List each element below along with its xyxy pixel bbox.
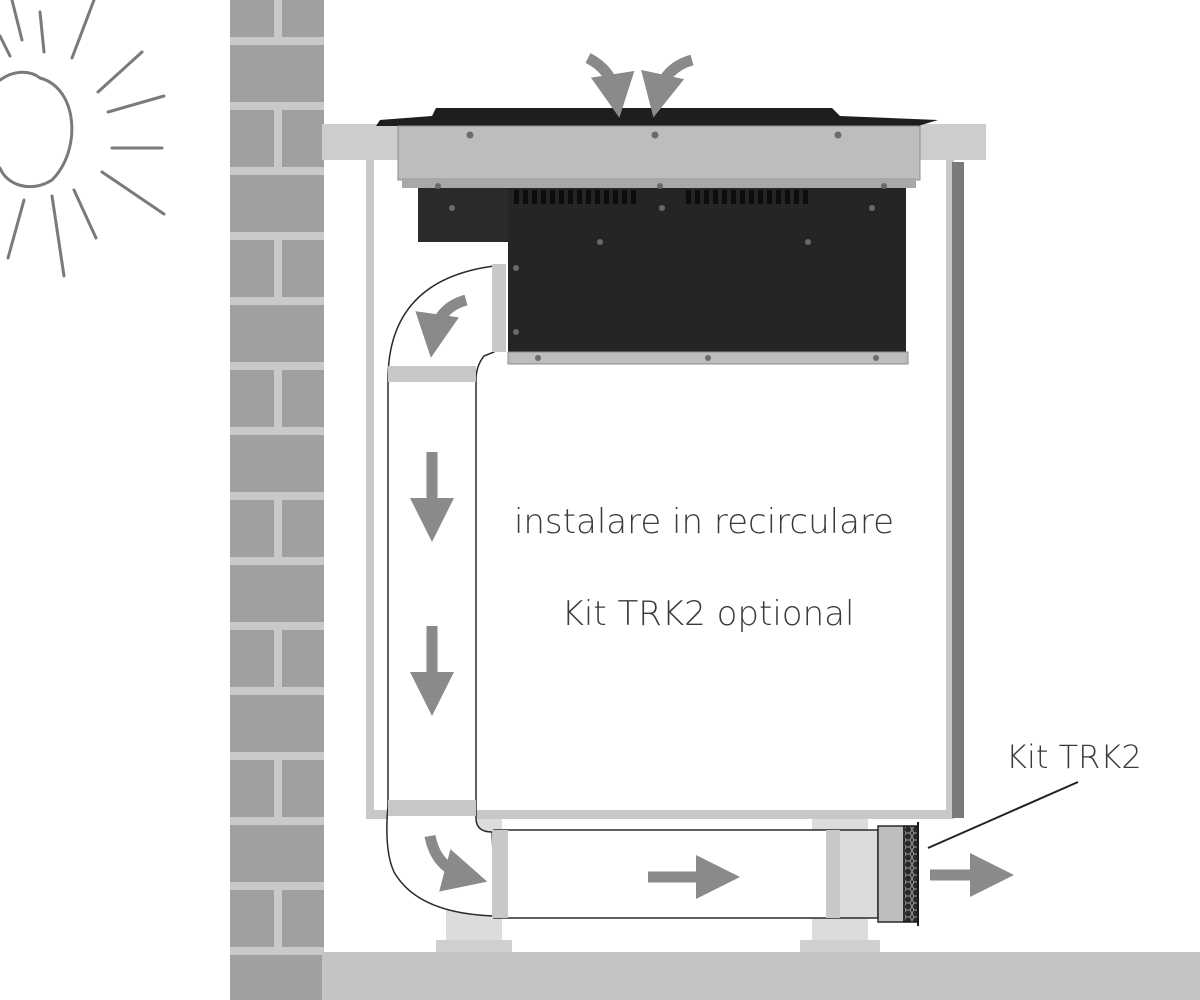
floor [322, 952, 1200, 1000]
vent-slot [713, 190, 718, 204]
vent-slot [749, 190, 754, 204]
brick [230, 175, 324, 232]
brick [282, 110, 324, 167]
brick [230, 370, 274, 427]
vent-slot [740, 190, 745, 204]
vent-slot [595, 190, 600, 204]
kit-callout-line [927, 781, 1079, 849]
brick [282, 760, 324, 817]
brick [230, 890, 274, 947]
vent-slot [794, 190, 799, 204]
brick [230, 955, 324, 1000]
kit-callout-label: Kit TRK2 [1006, 738, 1142, 776]
brick [230, 305, 324, 362]
brick [230, 435, 324, 492]
vent-slot [586, 190, 591, 204]
vent-slot [523, 190, 528, 204]
airflow-arrows [410, 53, 1014, 899]
brick [230, 630, 274, 687]
airflow-arrow-icon [415, 294, 468, 358]
vent-slot [758, 190, 763, 204]
brick [282, 370, 324, 427]
installation-caption: instalare in recirculare Kit TRK2 option… [0, 502, 1200, 634]
brick-wall [230, 0, 324, 1000]
brick [230, 0, 274, 37]
brick [282, 240, 324, 297]
caption-main: instalare in recirculare [513, 502, 895, 542]
airflow-arrow-icon [641, 54, 694, 118]
vent-slot [776, 190, 781, 204]
cabinet-frame [366, 158, 964, 819]
vent-slot [514, 190, 519, 204]
induction-hob [376, 108, 938, 365]
airflow-arrow-icon [585, 53, 635, 118]
vent-slot [631, 190, 636, 204]
brick [282, 630, 324, 687]
brick [230, 500, 274, 557]
brick [282, 0, 324, 37]
vent-slot [604, 190, 609, 204]
brick [230, 760, 274, 817]
vent-slot [550, 190, 555, 204]
vent-slot [541, 190, 546, 204]
brick [230, 110, 274, 167]
vent-slot [695, 190, 700, 204]
airflow-arrow-icon [424, 834, 488, 892]
brick [230, 695, 324, 752]
brick [230, 565, 324, 622]
vent-slot [568, 190, 573, 204]
vent-slot [767, 190, 772, 204]
brick [282, 890, 324, 947]
vent-slot [686, 190, 691, 204]
vent-slot [622, 190, 627, 204]
brick [282, 500, 324, 557]
vent-slot [577, 190, 582, 204]
sun-icon [0, 0, 166, 278]
brick [230, 240, 274, 297]
vent-slot [613, 190, 618, 204]
brick [230, 825, 324, 882]
duct-connectors [388, 264, 840, 918]
vent-slot [803, 190, 808, 204]
vent-slot [532, 190, 537, 204]
vent-slot [785, 190, 790, 204]
vent-slot [559, 190, 564, 204]
vent-slot [722, 190, 727, 204]
brick [230, 45, 324, 102]
vent-slot [731, 190, 736, 204]
vent-slot [704, 190, 709, 204]
caption-sub: Kit TRK2 optional [561, 594, 855, 634]
